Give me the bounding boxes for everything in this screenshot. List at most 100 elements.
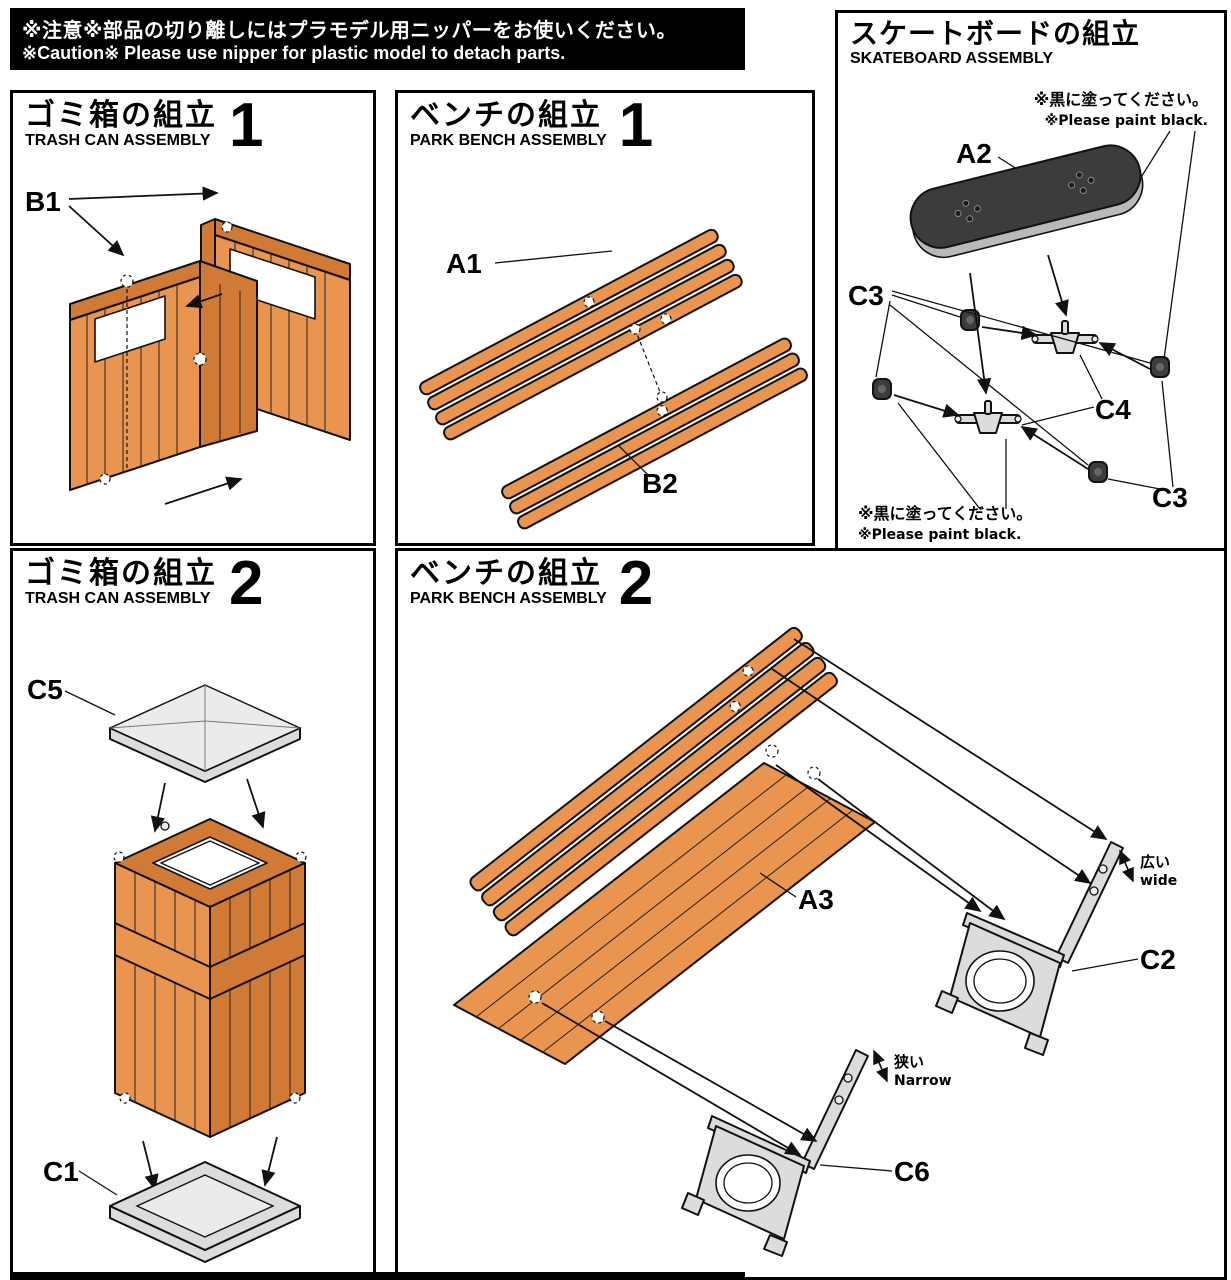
paint-note-top-en: ※Please paint black. — [1045, 113, 1208, 129]
wheel-arrow-3 — [893, 394, 960, 418]
a1-leader — [494, 250, 613, 264]
trash-can-lid — [108, 684, 302, 783]
wheel-arrow-4 — [1020, 426, 1089, 470]
skateboard-wheels — [872, 309, 1170, 483]
trash1-header: ゴミ箱の組立 TRASH CAN ASSEMBLY 1 — [25, 91, 264, 160]
bench-leg-c6 — [681, 1049, 869, 1257]
trash-can-body — [113, 818, 307, 1138]
bench1-title-jp: ベンチの組立 — [410, 98, 602, 133]
bench2-header: ベンチの組立 PARK BENCH ASSEMBLY 2 — [410, 549, 654, 618]
note-bottom-line-1 — [897, 402, 981, 510]
trash-can-tray — [109, 1161, 301, 1263]
part-label-a2: A2 — [956, 138, 992, 169]
seat-to-c6-arrow-1 — [541, 1002, 802, 1156]
bench-seat — [453, 744, 876, 1065]
paint-note-bottom-en: ※Please paint black. — [858, 527, 1021, 543]
a3-leader — [759, 872, 797, 898]
part-label-c4: C4 — [1095, 394, 1131, 425]
bench-slats-b2 — [501, 337, 808, 530]
trash2-title-en: TRASH CAN ASSEMBLY — [25, 590, 211, 607]
seat-to-c2-arrow-1 — [817, 778, 1006, 921]
c3l-line-1 — [891, 294, 961, 318]
bench2-step-number: 2 — [618, 549, 654, 618]
c1-leader — [78, 1170, 118, 1196]
skateboard-diagram: ※黒に塗ってください。 ※Please paint black. A2 — [848, 90, 1208, 543]
paint-note-top-jp: ※黒に塗ってください。 — [1034, 90, 1208, 109]
bench-leg-c2 — [935, 841, 1124, 1056]
c2-leader — [1071, 958, 1139, 972]
part-label-c1: C1 — [43, 1156, 79, 1187]
trash2-diagram: C5 — [27, 674, 307, 1263]
seat-to-c2-arrow-2 — [775, 764, 982, 913]
panel-park-bench-assembly-2: ベンチの組立 PARK BENCH ASSEMBLY 2 — [395, 548, 1227, 1280]
c3l-line-3 — [891, 290, 1151, 364]
panel-trash-can-assembly-1: ゴミ箱の組立 TRASH CAN ASSEMBLY 1 B1 — [10, 90, 376, 546]
part-label-c3-left: C3 — [848, 280, 884, 311]
bench-backrest — [469, 626, 838, 937]
skateboard-header: スケートボードの組立 SKATEBOARD ASSEMBLY — [850, 17, 1141, 68]
backrest-to-c2-arrow-2 — [771, 668, 1092, 885]
part-label-c2: C2 — [1140, 944, 1176, 975]
trash-can-left-wall — [69, 260, 258, 491]
truck2-arrow — [969, 272, 992, 395]
caution-text-jp: ※注意※部品の切り離しにはプラモデル用ニッパーをお使いください。 — [22, 18, 677, 42]
truck1-arrow — [1047, 254, 1069, 317]
trash2-step-number: 2 — [229, 549, 264, 618]
skateboard-truck-2 — [954, 400, 1022, 434]
skateboard-deck — [909, 144, 1144, 259]
narrow-note-jp: 狭い — [893, 1053, 924, 1071]
c3r-line-2 — [1161, 380, 1174, 488]
paint-note-bottom-jp: ※黒に塗ってください。 — [858, 504, 1032, 523]
bench1-step-number: 1 — [618, 91, 654, 160]
trash2-header: ゴミ箱の組立 TRASH CAN ASSEMBLY 2 — [25, 549, 264, 618]
b2-leader — [617, 444, 651, 478]
b1-leader-arrow-left — [68, 205, 125, 257]
c4-line-2 — [1021, 406, 1095, 426]
c4-line-1 — [1079, 354, 1103, 400]
wide-note-jp: 広い — [1140, 853, 1170, 871]
trash2-title-jp: ゴミ箱の組立 — [25, 556, 217, 591]
part-label-c6: C6 — [894, 1156, 930, 1187]
trash1-title-en: TRASH CAN ASSEMBLY — [25, 132, 211, 149]
c6-leader — [819, 1164, 893, 1172]
peg-circle-top — [629, 323, 641, 335]
note-line-to-wheel — [1163, 130, 1196, 360]
bench1-title-en: PARK BENCH ASSEMBLY — [410, 132, 607, 149]
bench1-diagram: A1 B2 — [419, 228, 808, 530]
narrow-double-arrow — [873, 1049, 888, 1083]
bench2-diagram: A3 広い wide C2 — [453, 626, 1177, 1257]
narrow-note-en: Narrow — [894, 1073, 952, 1089]
lid-arrow-right — [246, 778, 266, 829]
trash1-step-number: 1 — [229, 91, 264, 160]
part-label-a1: A1 — [446, 248, 482, 279]
lid-arrow-left — [150, 782, 166, 833]
caution-text-en: ※Caution※ Please use nipper for plastic … — [22, 43, 566, 63]
wide-note-en: wide — [1140, 873, 1177, 889]
wheel-arrow-1 — [981, 325, 1038, 341]
bench2-title-jp: ベンチの組立 — [410, 556, 602, 591]
c3r-line-1 — [1107, 478, 1161, 490]
b1-leader-arrow-right — [68, 186, 219, 201]
panel-skateboard-assembly: スケートボードの組立 SKATEBOARD ASSEMBLY ※黒に塗ってくださ… — [835, 10, 1227, 570]
c3l-line-2 — [875, 300, 891, 378]
bench2-title-en: PARK BENCH ASSEMBLY — [410, 590, 607, 607]
skateboard-title-jp: スケートボードの組立 — [850, 17, 1141, 50]
wide-double-arrow — [1119, 849, 1134, 883]
bench-slats-a1 — [419, 228, 743, 441]
seat-to-c6-arrow-2 — [604, 1020, 818, 1142]
bench1-header: ベンチの組立 PARK BENCH ASSEMBLY 1 — [410, 91, 654, 160]
assembly-arrow-top — [185, 293, 223, 309]
panel-park-bench-assembly-1: ベンチの組立 PARK BENCH ASSEMBLY 1 A1 — [395, 90, 815, 546]
peg-circle-bottom — [656, 391, 668, 403]
trash1-diagram: B1 — [25, 186, 351, 505]
backrest-to-c2-arrow-1 — [793, 638, 1108, 840]
assembly-arrow-bottom — [164, 476, 243, 505]
part-label-b1: B1 — [25, 186, 61, 217]
trash1-title-jp: ゴミ箱の組立 — [25, 98, 217, 133]
caution-banner: ※注意※部品の切り離しにはプラモデル用ニッパーをお使いください。 ※Cautio… — [10, 8, 745, 70]
c3l-line-4 — [889, 304, 1089, 466]
part-label-a3: A3 — [798, 884, 834, 915]
skateboard-truck-1 — [1031, 320, 1099, 354]
cropped-bottom-banner — [10, 1272, 745, 1280]
